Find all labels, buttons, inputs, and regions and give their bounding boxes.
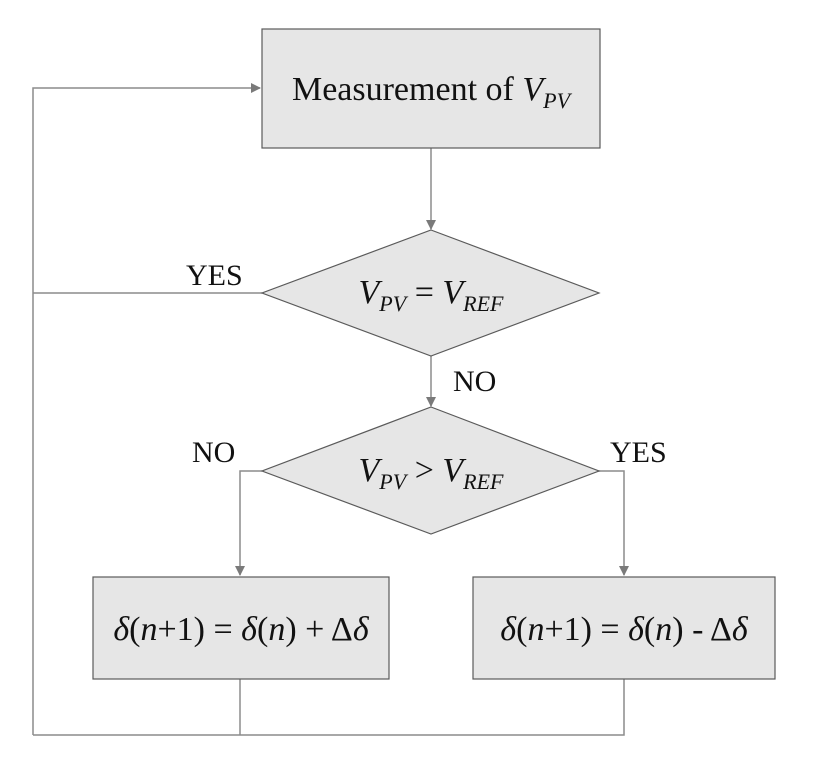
decrease-duty-box: δ(n+1) = δ(n) - Δδ <box>472 576 776 680</box>
measurement-text: Measurement of VPV <box>292 71 573 113</box>
label-decision2-no: NO <box>192 436 235 469</box>
connector-feedback-loop <box>32 83 261 735</box>
decision-greater: VPV > VREF <box>260 406 601 535</box>
decision-equal: VPV = VREF <box>260 229 601 357</box>
connector-decrease-to-bottom <box>33 679 625 736</box>
increase-duty-box: δ(n+1) = δ(n) + Δδ <box>92 576 390 680</box>
label-decision2-yes: YES <box>610 436 667 469</box>
label-decision1-no: NO <box>453 365 496 398</box>
decrease-duty-text: δ(n+1) = δ(n) - Δδ <box>500 611 749 648</box>
increase-duty-text: δ(n+1) = δ(n) + Δδ <box>113 611 369 648</box>
connector-decision2-no <box>235 470 262 576</box>
label-decision1-yes: YES <box>186 259 243 292</box>
connector-decision2-yes <box>598 470 629 576</box>
measurement-box: Measurement of VPV <box>261 28 601 149</box>
